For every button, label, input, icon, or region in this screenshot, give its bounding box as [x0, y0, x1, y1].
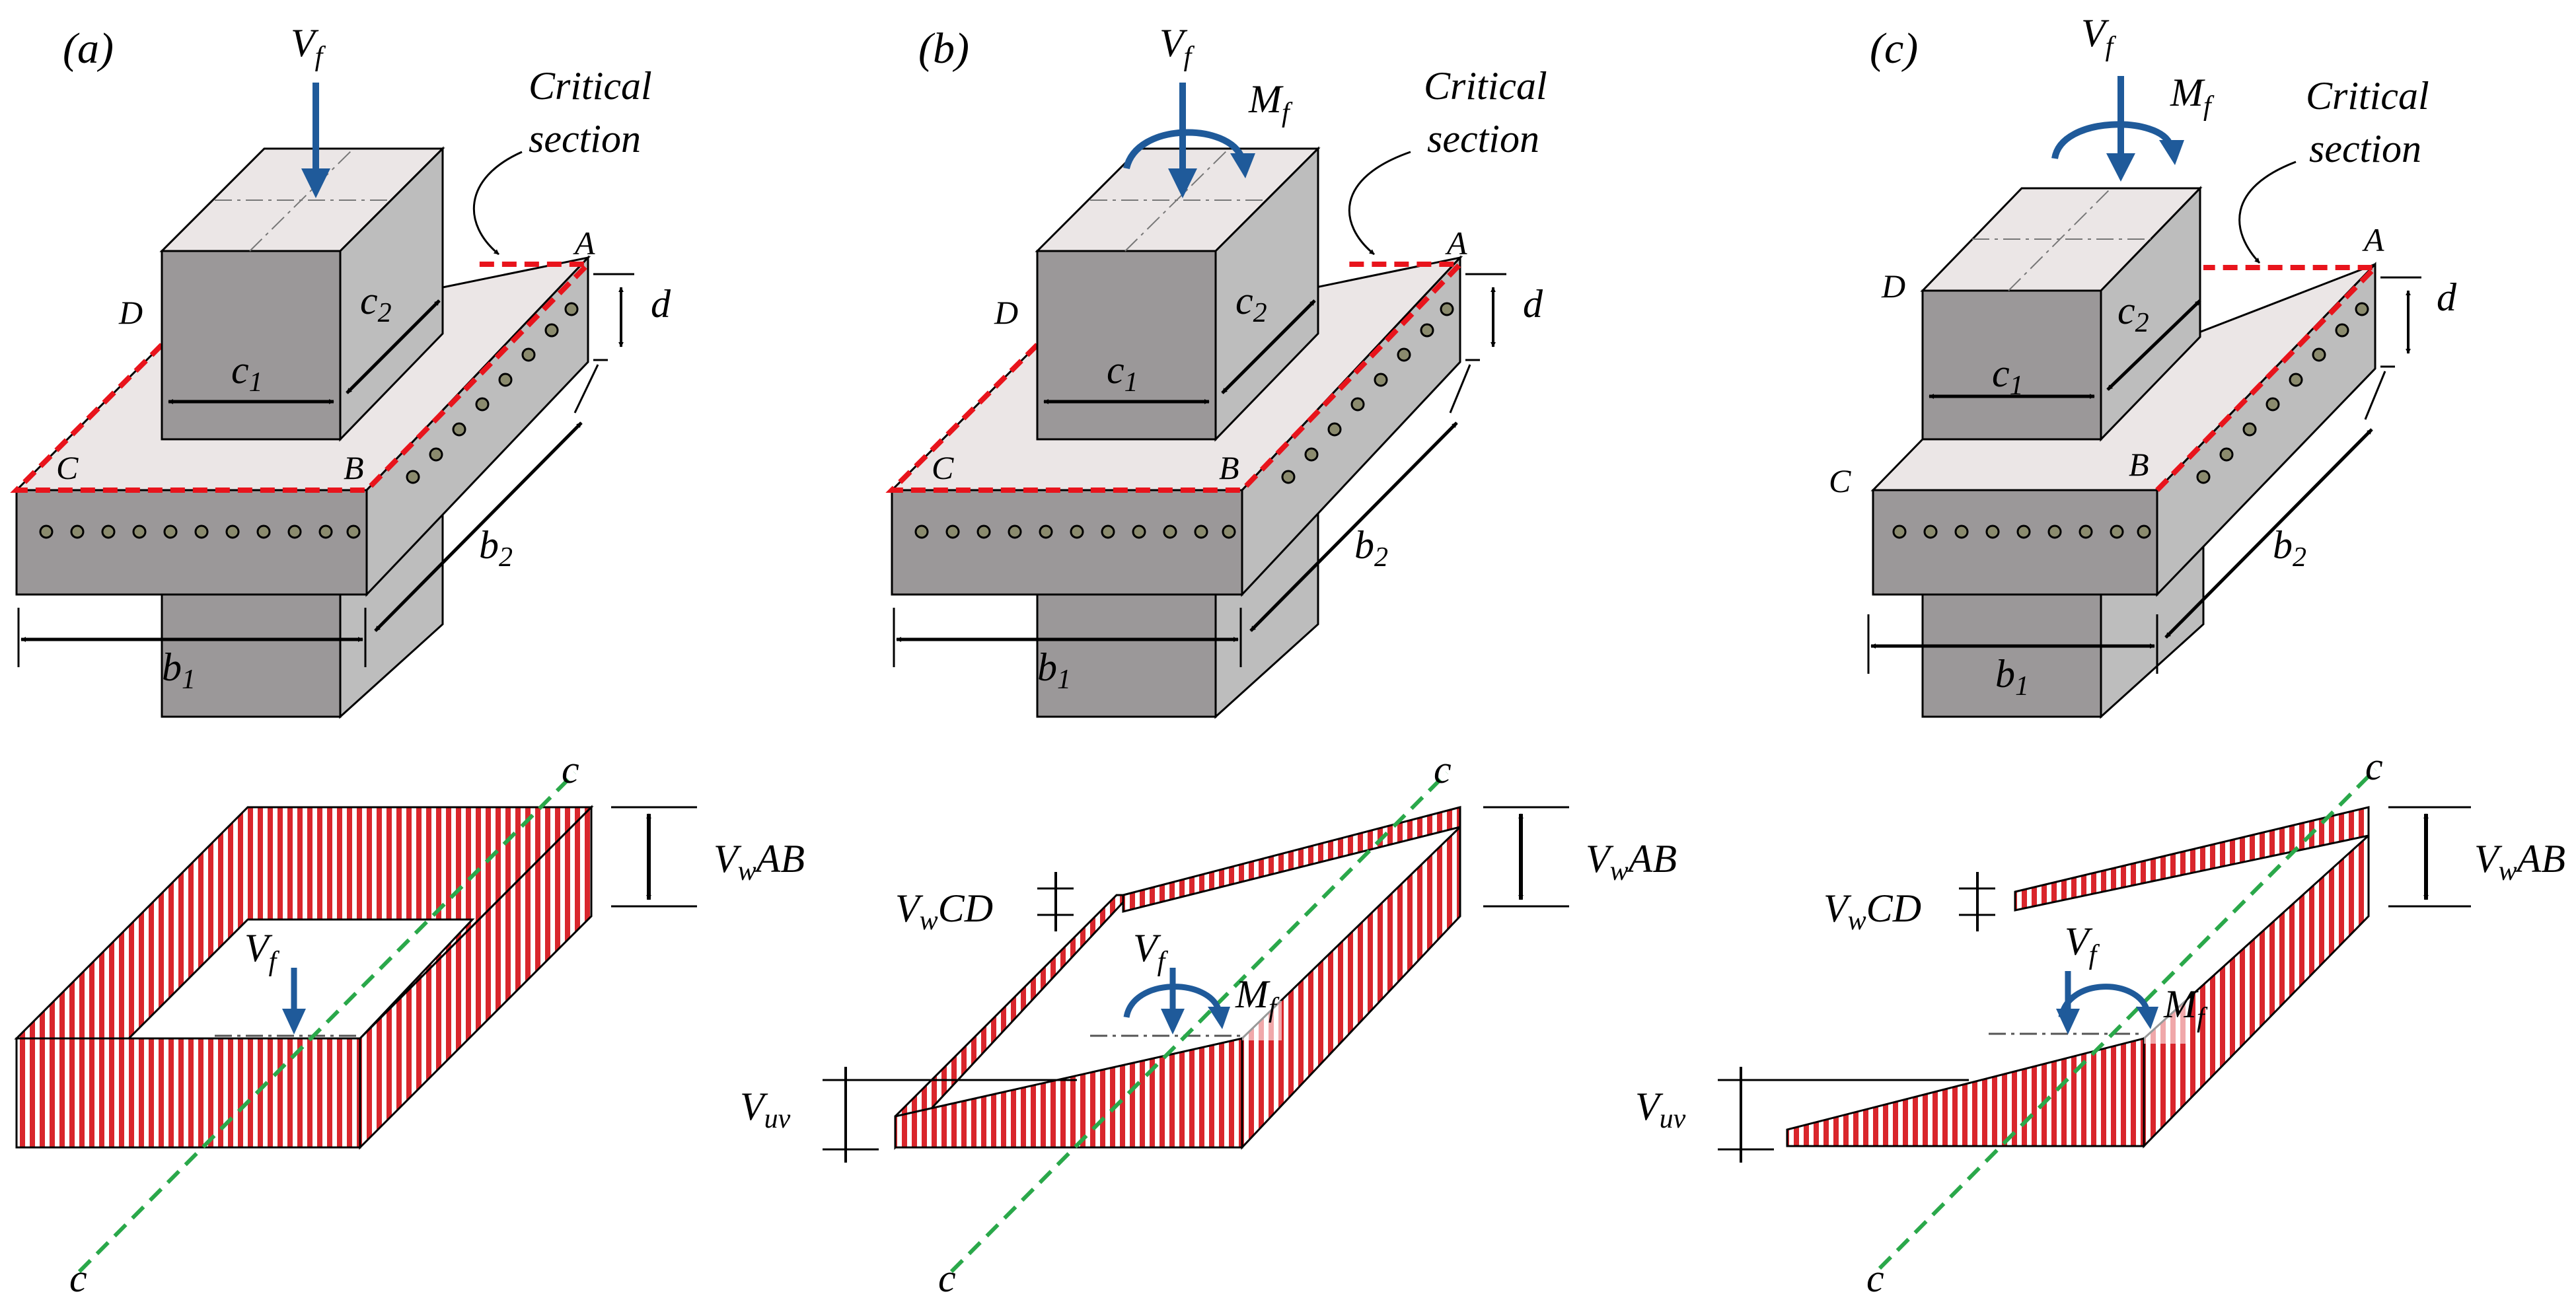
- dim-b2: [1249, 421, 1458, 632]
- panel-label: (a): [63, 24, 114, 73]
- critical-section-perimeter: [10, 262, 595, 493]
- stress-diagram: [894, 806, 1461, 1150]
- stress-moment-arrow: [1123, 984, 1230, 1029]
- dim-b2-label: b2: [479, 523, 513, 573]
- critical-section-label-1: Critical: [529, 64, 652, 108]
- dim-c2-label: c2: [360, 279, 392, 328]
- dim-d-label: d: [2437, 275, 2457, 319]
- axis-c-label-top: c: [562, 748, 579, 791]
- critical-section-label-2: section: [529, 117, 641, 161]
- dim-b1-label: b1: [162, 645, 196, 695]
- dim-c1-label: c1: [1107, 348, 1138, 398]
- dim-d-label: d: [1523, 282, 1543, 326]
- axis-c: [1878, 768, 2377, 1270]
- corner-b: B: [344, 449, 364, 486]
- stress-shear-arrow: [282, 968, 306, 1034]
- dim-b2: [374, 421, 583, 632]
- axis-c: [949, 771, 1449, 1274]
- corner-a: A: [573, 225, 595, 262]
- vwab-label: VwAB: [714, 837, 805, 886]
- column-upper: [1035, 146, 1321, 442]
- axis-c-label-bottom: c: [938, 1256, 956, 1300]
- critical-section-label-2: section: [2309, 127, 2421, 170]
- critical-section-pointer: [472, 151, 523, 256]
- column-upper: [159, 146, 445, 442]
- dim-b2: [2164, 428, 2373, 639]
- axis-c: [77, 771, 577, 1274]
- dim-c2: [2106, 299, 2201, 391]
- corner-b: B: [1219, 449, 1239, 486]
- shear-force-label: Vf: [291, 21, 326, 72]
- stress-shear-label: Vf: [1133, 926, 1169, 977]
- moment-arrow: [2051, 121, 2184, 165]
- vwab-label: VwAB: [1586, 837, 1677, 886]
- corner-a: A: [2362, 221, 2384, 258]
- moment-arrow: [1123, 129, 1255, 178]
- stress-diagram: [1786, 806, 2370, 1149]
- axis-c-label-bottom: c: [69, 1256, 87, 1300]
- moment-label: Mf: [1248, 77, 1293, 128]
- critical-section-label-1: Critical: [2306, 74, 2429, 118]
- shear-force-arrow: [301, 83, 330, 198]
- shear-force-arrow: [2106, 76, 2135, 182]
- vuv-label: Vuv: [740, 1085, 791, 1134]
- stress-shear-arrow: [1161, 968, 1185, 1034]
- corner-c: C: [56, 449, 79, 486]
- dim-c2: [346, 299, 441, 394]
- dim-b1-label: b1: [1995, 652, 2029, 702]
- corner-b: B: [2129, 446, 2149, 483]
- critical-section-label-1: Critical: [1424, 64, 1547, 108]
- dim-c2-label: c2: [1235, 279, 1267, 328]
- axis-c-label-top: c: [1434, 748, 1452, 791]
- panel-label: (c): [1870, 24, 1918, 73]
- critical-section-pointer: [2238, 161, 2297, 264]
- dim-c2-label: c2: [2117, 289, 2149, 338]
- corner-d: D: [118, 294, 143, 331]
- panel-b: (b) Vf Mf: [740, 21, 1677, 1300]
- corner-d: D: [994, 294, 1018, 331]
- dim-b2-label: b2: [1354, 523, 1388, 573]
- vwcd-label: VwCD: [1823, 886, 1921, 936]
- dim-b2-tick: [1449, 364, 1471, 414]
- panel-a: (a) Vf: [10, 21, 805, 1300]
- vwab-label: VwAB: [2474, 837, 2565, 886]
- stress-diagram: [14, 805, 594, 1150]
- dim-d-label: d: [651, 282, 671, 326]
- corner-d: D: [1881, 268, 1905, 305]
- corner-a: A: [1445, 225, 1467, 262]
- stress-shear-label: Vf: [2065, 920, 2100, 970]
- dim-c1-label: c1: [231, 348, 263, 398]
- corner-c: C: [932, 449, 954, 486]
- critical-section-perimeter: [2155, 265, 2382, 492]
- panel-label: (b): [918, 24, 969, 73]
- panel-c: (c) Vf Mf: [1635, 11, 2565, 1300]
- shear-force-label: Vf: [2081, 11, 2117, 62]
- critical-section-label-2: section: [1427, 117, 1539, 161]
- vuv-label: Vuv: [1635, 1085, 1686, 1134]
- shear-force-label: Vf: [1159, 21, 1195, 72]
- shear-force-arrow: [1168, 83, 1197, 198]
- moment-label: Mf: [2170, 71, 2215, 122]
- stress-moment-arrow: [2058, 984, 2158, 1029]
- dim-c1-label: c1: [1992, 351, 2024, 401]
- critical-section-perimeter: [885, 262, 1467, 493]
- vwcd-label: VwCD: [895, 886, 993, 936]
- dim-c2: [1221, 299, 1316, 394]
- axis-c-label-top: c: [2365, 744, 2383, 788]
- critical-section-pointer: [1348, 151, 1411, 256]
- dim-b2-tick: [573, 364, 599, 414]
- stress-moment-label: Mf: [1235, 972, 1280, 1023]
- axis-c-label-bottom: c: [1866, 1256, 1884, 1300]
- column-upper: [1920, 186, 2203, 442]
- dim-b2-label: b2: [2273, 523, 2306, 573]
- corner-c: C: [1829, 462, 1851, 499]
- dim-b1-label: b1: [1037, 645, 1071, 695]
- dim-b2-tick: [2364, 371, 2386, 420]
